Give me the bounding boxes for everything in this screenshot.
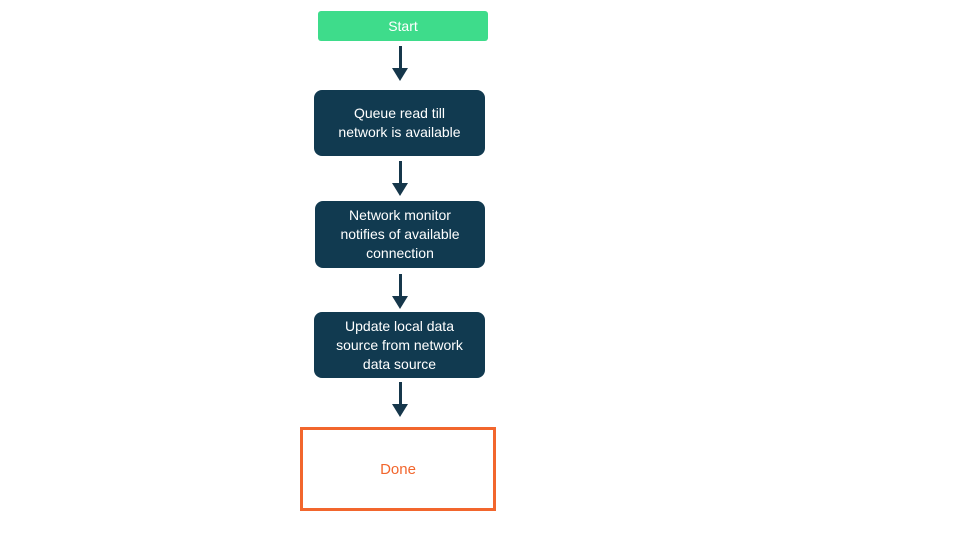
arrow-down-icon-2 [392, 161, 408, 196]
arrow-down-icon-4 [392, 382, 408, 417]
flowchart-node-done: Done [300, 427, 496, 511]
arrow-stem [398, 382, 402, 404]
arrow-down-icon-3 [392, 274, 408, 309]
flowchart-node-start: Start [318, 11, 488, 41]
flowchart-node-queue: Queue read till network is available [314, 90, 485, 156]
node-label-monitor: Network monitor notifies of available co… [340, 207, 460, 261]
arrow-stem [398, 46, 402, 68]
flowchart-node-monitor: Network monitor notifies of available co… [315, 201, 485, 268]
arrow-head [392, 183, 408, 196]
node-label-update: Update local data source from network da… [336, 317, 463, 372]
node-label-done: Done [380, 460, 416, 478]
arrow-stem [398, 161, 402, 183]
node-label-start: Start [388, 17, 418, 34]
node-label-queue: Queue read till network is available [338, 105, 461, 140]
arrow-head [392, 296, 408, 309]
arrow-head [392, 68, 408, 81]
arrow-head [392, 404, 408, 417]
arrow-down-icon-1 [392, 46, 408, 81]
arrow-stem [398, 274, 402, 296]
flowchart-node-update: Update local data source from network da… [314, 312, 485, 378]
